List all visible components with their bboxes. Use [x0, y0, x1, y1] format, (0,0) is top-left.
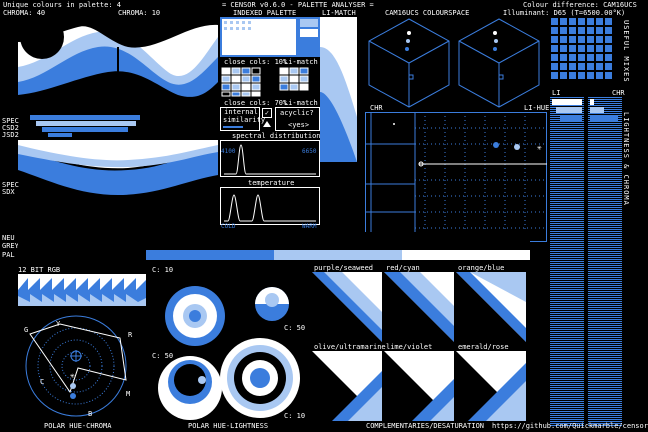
polar-label-y: Y — [56, 320, 61, 328]
comp-lime-swatch — [384, 351, 454, 421]
colourspace-title: CAM16UCS COLOURSPACE — [385, 9, 470, 17]
internal-similarity-checkbox[interactable]: ✓ — [262, 108, 272, 118]
colourspace-cubes — [368, 18, 540, 108]
polar-label-c: C — [40, 378, 45, 386]
li-col-label: LI — [552, 89, 561, 97]
comp-lime-label: lime/violet — [386, 343, 433, 351]
internal-similarity-panel: internal similarity — [220, 107, 266, 131]
comp-purple-swatch — [312, 272, 382, 342]
polar-hue-lightness-title: POLAR HUE-LIGHTNESS — [188, 422, 269, 430]
polar-hue-chroma-title: POLAR HUE-CHROMA — [44, 422, 112, 430]
temperature-plot — [220, 187, 320, 225]
jsd-label: JSD2 — [2, 131, 19, 139]
chroma-left-label: CHROMA: 40 — [3, 9, 46, 17]
complementaries-title: COMPLEMENTARIES/DESATURATION — [366, 422, 485, 430]
comp-orange-swatch — [456, 272, 526, 342]
sdx-label: SDX — [2, 188, 15, 196]
spectral-min: 4100 — [221, 148, 236, 155]
lightness-chroma-label: LIGHTNESS & CHROMA — [622, 112, 630, 206]
indexed-palette-title: INDEXED PALETTE — [233, 9, 297, 17]
close-cols-10-label: close cols: 10% — [224, 58, 288, 66]
app-title: = CENSOR v0.6.0 - PALETTE ANALYSER = — [222, 1, 374, 9]
chroma-wave-lower — [18, 140, 218, 195]
comp-emerald-swatch — [456, 351, 526, 421]
chroma-wave-plot — [18, 15, 218, 108]
svg-text:✳: ✳ — [537, 143, 542, 152]
chr-title: CHR — [370, 104, 383, 112]
acyclic-label: acyclic? — [280, 109, 314, 117]
polar-hue-lightness-plot — [158, 286, 300, 420]
chr-col-label: CHR — [612, 89, 625, 97]
colour-difference-label: Colour difference: CAM16UCS — [523, 1, 637, 9]
comp-red-label: red/cyan — [386, 264, 420, 272]
li-match-title: LI-MATCH — [322, 9, 356, 17]
spec2-label: SPEC — [2, 181, 19, 189]
close-cols-10-grid — [220, 66, 320, 98]
similarity-bar — [223, 126, 243, 128]
polar-label-g: G — [24, 326, 29, 334]
spec-bar-3 — [42, 127, 128, 132]
li-match-shape — [320, 17, 357, 162]
spectral-max: 6650 — [302, 148, 317, 155]
internal-similarity-label: internal similarity — [223, 108, 266, 124]
spec-bar-4 — [48, 133, 72, 137]
palette-bars — [18, 232, 530, 260]
temperature-warm: WARM — [302, 223, 317, 230]
comp-purple-label: purple/seaweed — [314, 264, 374, 272]
li-hue-title: LI-HUE — [524, 104, 550, 112]
close-cols-70-label: close cols: 70% — [224, 99, 288, 107]
grey-label: GREY — [2, 242, 19, 250]
illuminant-label: Illuminant: D65 (T=6500.00°K) — [503, 9, 626, 17]
spectral-distribution-plot — [220, 140, 320, 177]
spec-bar-1 — [30, 115, 140, 120]
spec-label: SPEC — [2, 117, 19, 125]
li-match-label-1: Li-match — [284, 58, 318, 66]
spec-bar-2 — [36, 121, 136, 126]
hl-c10b-label: C: 10 — [284, 412, 306, 420]
footer-url[interactable]: https://github.com/Quickmarble/censor — [492, 422, 648, 430]
polar-label-b: B — [88, 410, 93, 418]
rgb-plot — [18, 274, 146, 306]
comp-emerald-label: emerald/rose — [458, 343, 509, 351]
li-match-label-2: Li-match — [284, 99, 318, 107]
hl-c50a-label: C: 50 — [284, 324, 306, 332]
lightness-chroma-bars — [550, 97, 622, 427]
neu-label: NEU — [2, 234, 15, 242]
triangle-up-icon — [263, 121, 271, 127]
comp-red-swatch — [384, 272, 454, 342]
chr-li-hue-plot: ✳ — [365, 112, 547, 242]
temperature-title: temperature — [248, 179, 295, 187]
acyclic-panel: acyclic? <yes> — [275, 107, 320, 131]
unique-colours-label: Unique colours in palette: 4 — [3, 1, 122, 9]
polar-label-r: R — [128, 331, 133, 339]
useful-mixes-grid[interactable] — [550, 17, 615, 87]
acyclic-value[interactable]: <yes> — [288, 121, 310, 129]
hl-c10-label: C: 10 — [152, 266, 174, 274]
spectral-title: spectral distribution — [232, 132, 321, 140]
indexed-palette-grid[interactable] — [220, 17, 320, 57]
polar-hue-chroma-plot: ✳ — [25, 315, 127, 417]
comp-orange-label: orange/blue — [458, 264, 505, 272]
svg-text:✳: ✳ — [70, 371, 75, 380]
pal-label: PAL — [2, 251, 15, 259]
temperature-cold: COLD — [221, 223, 236, 230]
csd-label: CSD2 — [2, 124, 19, 132]
rgb-title: 12 BIT RGB — [18, 266, 61, 274]
hl-c50b-label: C: 50 — [152, 352, 174, 360]
comp-olive-label: olive/ultramarine — [314, 343, 386, 351]
useful-mixes-label: USEFUL MIXES — [622, 20, 630, 83]
chroma-mid-label: CHROMA: 10 — [118, 9, 161, 17]
polar-label-m: M — [126, 390, 131, 398]
comp-olive-swatch — [312, 351, 382, 421]
